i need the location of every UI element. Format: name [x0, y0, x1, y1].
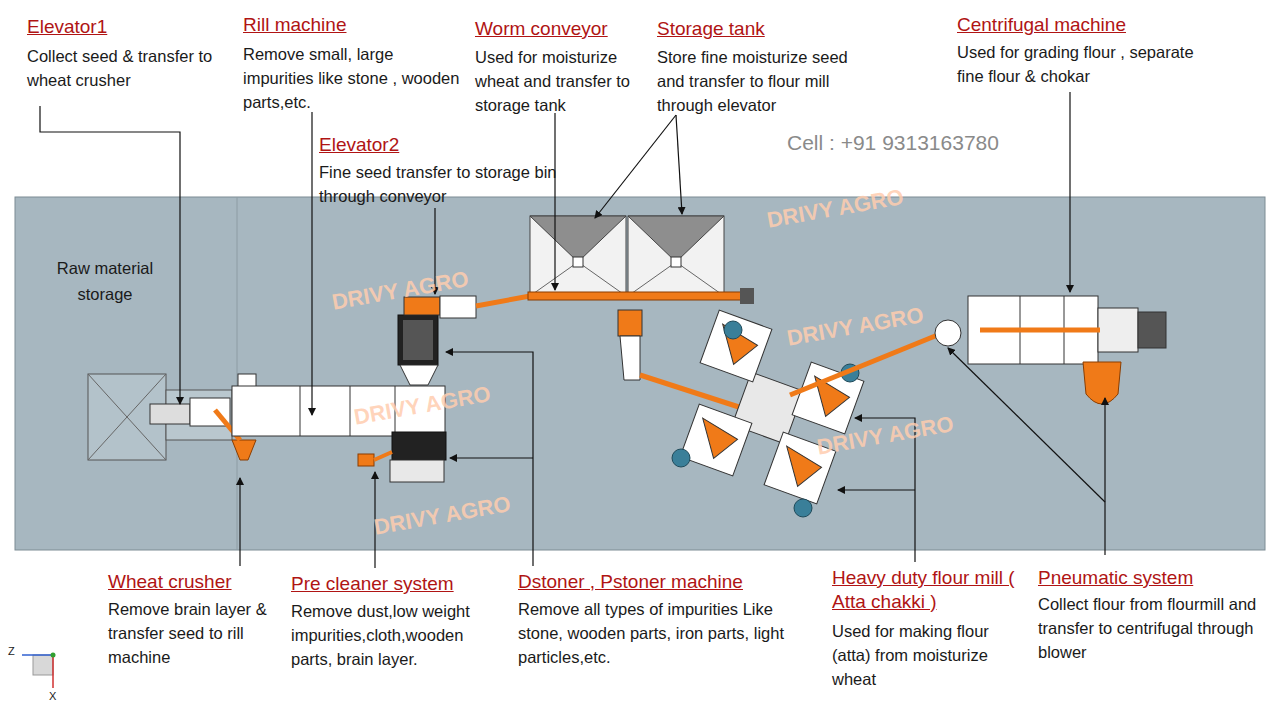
callout-text: Collect seed & transfer to wheat crusher: [27, 44, 232, 92]
callout-text: Fine seed transfer to storage bin throug…: [319, 160, 564, 208]
callout-title: Storage tank: [657, 17, 765, 41]
watermark: DRIVY AGRO: [765, 184, 906, 234]
callout-text: Used for making flour (atta) from moistu…: [832, 619, 1010, 691]
watermark: DRIVY AGRO: [330, 266, 471, 316]
callout-text: Remove brain layer & transfer seed to ri…: [108, 597, 283, 669]
callout-title: Centrifugal machine: [957, 13, 1126, 37]
callout-text: Used for grading flour , separate fine f…: [957, 40, 1207, 88]
axis-label: X: [49, 690, 56, 702]
callout-text: Remove small, large impurities like ston…: [243, 42, 468, 114]
callout-title: Dstoner , Pstoner machine: [518, 570, 743, 594]
watermark: DRIVY AGRO: [785, 302, 926, 352]
callout-text: Used for moisturize wheat and transfer t…: [475, 45, 653, 117]
callout-title: Wheat crusher: [108, 570, 232, 594]
area-label: Raw material storage: [40, 255, 170, 307]
callout-title: Rill machine: [243, 13, 346, 37]
contact-number: Cell : +91 9313163780: [787, 131, 999, 155]
callout-text: Remove dust,low weight impurities,cloth,…: [291, 599, 501, 671]
watermark: DRIVY AGRO: [372, 491, 513, 541]
axis-label: Z: [8, 645, 15, 657]
callout-title: Heavy duty flour mill ( Atta chakki ): [832, 566, 1022, 614]
callout-title: Pneumatic system: [1038, 566, 1193, 590]
callout-title: Worm conveyor: [475, 17, 608, 41]
callout-text: Store fine moisturize seed and transfer …: [657, 45, 877, 117]
watermark: DRIVY AGRO: [815, 411, 956, 461]
callout-text: Remove all types of impurities Like ston…: [518, 597, 798, 669]
callout-text: Collect flour from flourmill and transfe…: [1038, 592, 1273, 664]
callout-title: Elevator1: [27, 15, 107, 39]
callout-title: Elevator2: [319, 133, 399, 157]
watermark: DRIVY AGRO: [352, 381, 493, 431]
callout-title: Pre cleaner system: [291, 572, 454, 596]
